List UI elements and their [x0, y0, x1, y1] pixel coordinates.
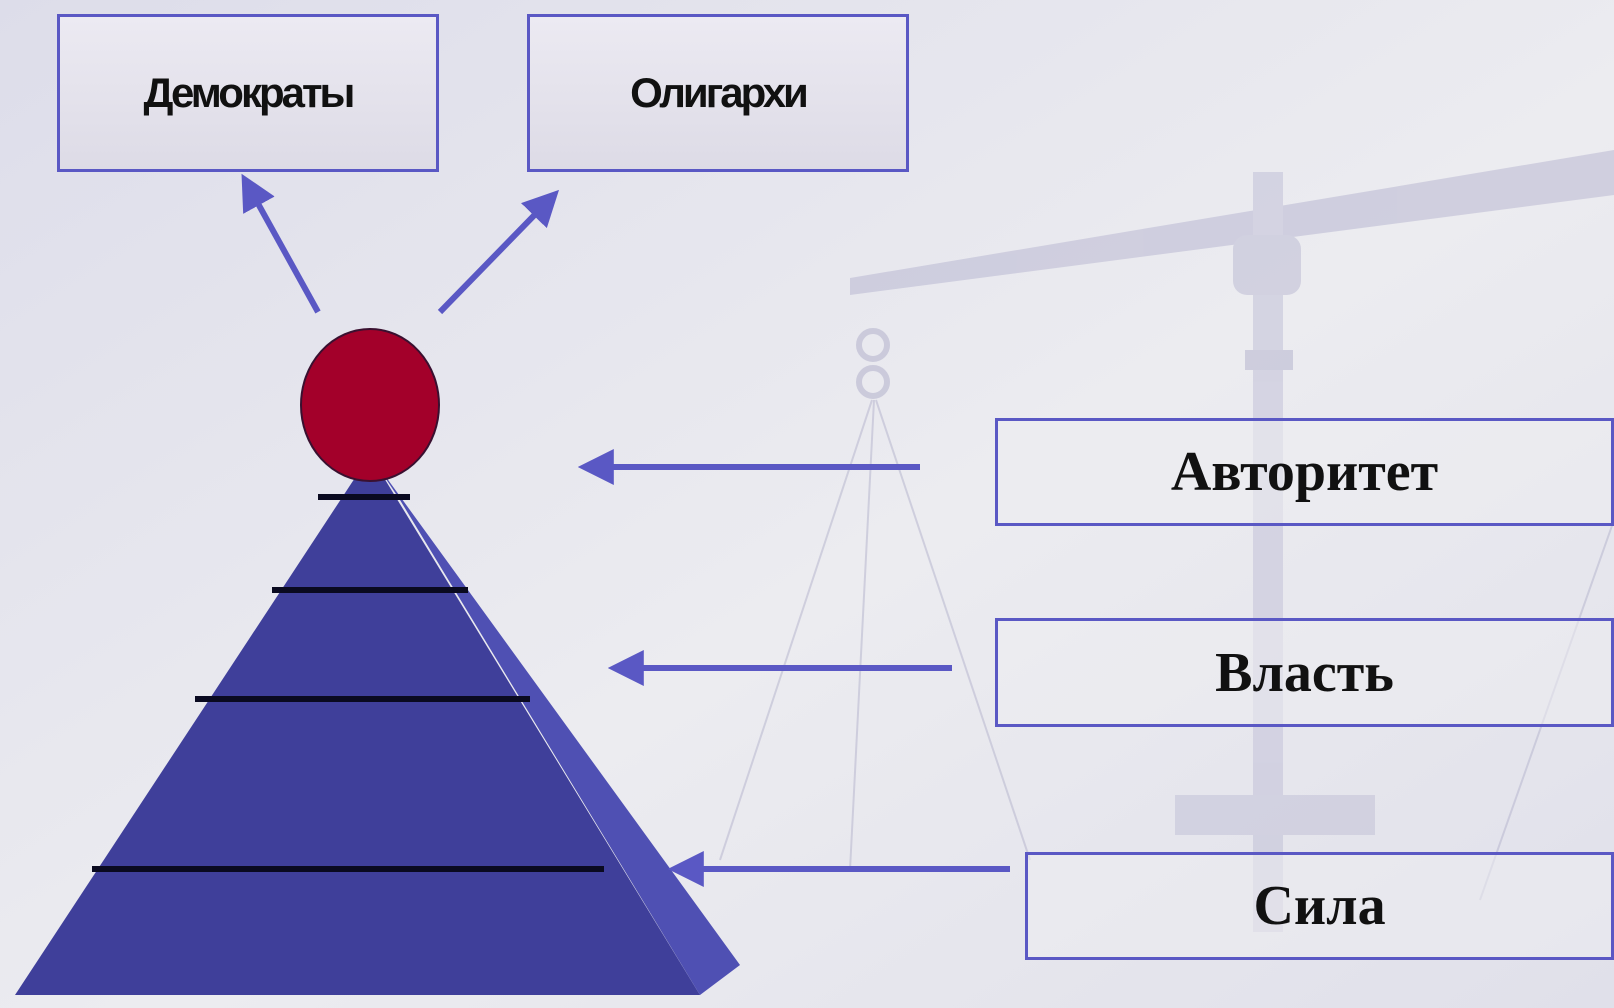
pyramid-front-face	[15, 455, 700, 995]
authority-label: Авторитет	[1170, 441, 1439, 503]
force-box: Сила	[1025, 852, 1614, 960]
apex-circle	[300, 328, 440, 482]
scales-of-justice-watermark	[719, 150, 1614, 932]
oligarchs-box: Олигархи	[527, 14, 909, 172]
authority-box: Авторитет	[995, 418, 1614, 526]
power-label: Власть	[1215, 641, 1394, 704]
democrats-box: Демократы	[57, 14, 439, 172]
force-label: Сила	[1253, 875, 1386, 937]
power-box: Власть	[995, 618, 1614, 727]
pyramid	[15, 455, 740, 995]
arrow-to-oligarchs	[437, 189, 560, 315]
oligarchs-label: Олигархи	[630, 69, 809, 116]
arrow-to-democrats	[241, 173, 321, 314]
democrats-label: Демократы	[143, 69, 356, 116]
